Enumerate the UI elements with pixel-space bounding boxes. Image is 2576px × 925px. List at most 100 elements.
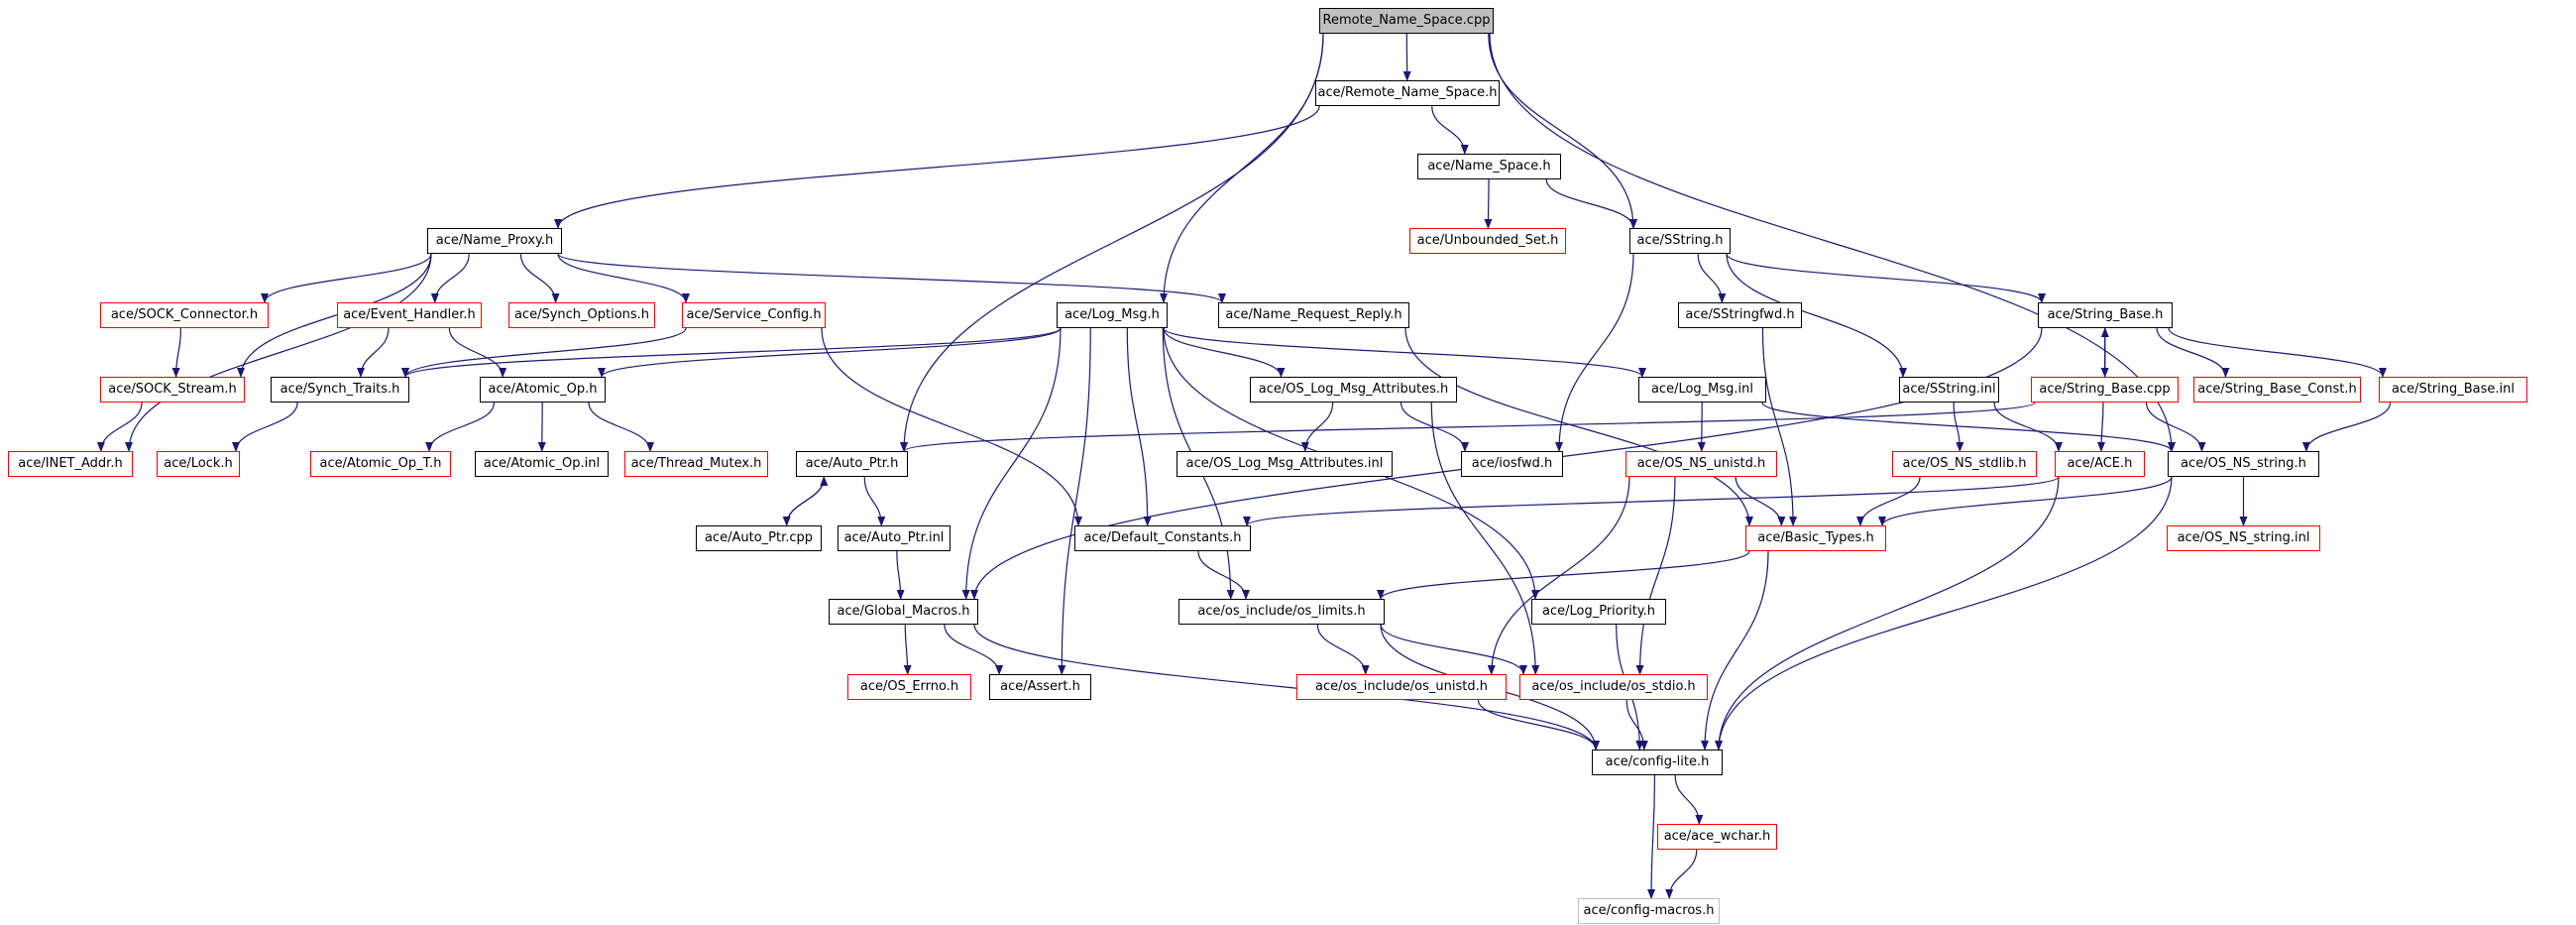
node-name-proxy-h[interactable]: ace/Name_Proxy.h [427,228,562,254]
edge-global-macros-h-to-os-errno-h [903,624,912,675]
edge-os-limits-h-to-os-stdio-h [1380,624,1527,675]
edge-basic-types-h-to-os-limits-h [1377,550,1750,600]
edge-config-lite-h-to-config-macros-h [1647,774,1656,899]
edge-ace-h-to-config-lite-h [1715,476,2060,751]
node-synch-options-h[interactable]: ace/Synch_Options.h [508,302,655,328]
node-atomic-op-h[interactable]: ace/Atomic_Op.h [480,377,606,403]
node-global-macros-h[interactable]: ace/Global_Macros.h [829,599,978,625]
edge-sstring-h-to-sstringfwd-h [1697,253,1727,303]
edge-synch-traits-h-to-lock-h [232,402,298,452]
node-auto-ptr-cpp[interactable]: ace/Auto_Ptr.cpp [696,525,822,551]
node-auto-ptr-inl[interactable]: ace/Auto_Ptr.inl [838,525,951,551]
node-os-log-msg-attributes-h[interactable]: ace/OS_Log_Msg_Attributes.h [1250,377,1457,403]
edge-os-ns-unistd-h-to-os-stdio-h [1635,476,1676,675]
node-auto-ptr-h[interactable]: ace/Auto_Ptr.h [796,451,908,477]
node-remote-name-space-h[interactable]: ace/Remote_Name_Space.h [1315,80,1500,106]
edge-string-base-h-to-string-base-inl [2168,327,2387,378]
node-event-handler-h[interactable]: ace/Event_Handler.h [337,302,482,328]
node-remote-name-space-cpp[interactable]: Remote_Name_Space.cpp [1319,8,1494,34]
node-thread-mutex-h[interactable]: ace/Thread_Mutex.h [624,451,768,477]
node-config-lite-h[interactable]: ace/config-lite.h [1592,750,1723,775]
node-name-request-reply-h[interactable]: ace/Name_Request_Reply.h [1218,302,1409,328]
node-inet-addr-h[interactable]: ace/INET_Addr.h [8,451,133,477]
edge-config-lite-h-to-ace-wchar-h [1674,774,1704,825]
edge-ace-h-to-default-constants-h [1243,476,2060,526]
node-sstring-inl[interactable]: ace/SString.inl [1899,377,1999,403]
edge-log-msg-inl-to-os-ns-string-h [1761,402,2176,452]
edge-event-handler-h-to-synch-traits-h [357,327,390,378]
edge-sstring-h-to-sstring-inl [1726,253,1907,378]
edge-log-msg-h-to-assert-h [1058,327,1091,675]
node-sstringfwd-h[interactable]: ace/SStringfwd.h [1678,302,1802,328]
edge-sstring-inl-to-os-ns-stdlib-h [1953,402,1964,452]
edge-name-space-h-to-unbounded-set-h [1484,178,1493,229]
node-sock-connector-h[interactable]: ace/SOCK_Connector.h [100,302,269,328]
node-string-base-cpp[interactable]: ace/String_Base.cpp [2031,377,2179,403]
edge-sstring-inl-to-ace-h [1993,402,2063,452]
edge-remote-name-space-cpp-to-sstring-h [1488,33,1637,229]
edge-basic-types-h-to-config-lite-h [1701,550,1769,751]
edge-global-macros-h-to-assert-h [944,624,1004,675]
node-log-msg-h[interactable]: ace/Log_Msg.h [1057,302,1168,328]
edge-log-msg-h-to-default-constants-h [1126,327,1152,526]
edge-atomic-op-h-to-atomic-op-t-h [425,402,496,452]
node-ace-wchar-h[interactable]: ace/ace_wchar.h [1657,824,1777,850]
edge-log-msg-h-to-os-log-msg-attributes-h [1163,327,1286,378]
node-os-errno-h[interactable]: ace/OS_Errno.h [847,674,971,700]
node-os-log-msg-attributes-inl[interactable]: ace/OS_Log_Msg_Attributes.inl [1176,451,1393,477]
edge-os-stdio-h-to-config-lite-h [1625,699,1648,751]
edge-os-ns-stdlib-h-to-basic-types-h [1856,476,1921,526]
node-iosfwd-h[interactable]: ace/iosfwd.h [1461,451,1563,477]
edge-name-proxy-h-to-name-request-reply-h [557,253,1226,303]
edge-string-base-cpp-to-os-ns-string-h [2145,402,2206,452]
edge-log-msg-h-to-atomic-op-h [598,327,1062,378]
node-sstring-h[interactable]: ace/SString.h [1629,228,1731,254]
edge-sock-stream-h-to-inet-addr-h [96,402,143,452]
node-string-base-const-h[interactable]: ace/String_Base_Const.h [2193,377,2361,403]
edge-string-base-cpp-to-auto-ptr-h [900,402,2036,452]
edge-os-limits-h-to-os-unistd-h [1316,624,1370,675]
node-atomic-op-t-h[interactable]: ace/Atomic_Op_T.h [310,451,451,477]
node-os-ns-unistd-h[interactable]: ace/OS_NS_unistd.h [1625,451,1777,477]
node-os-unistd-h[interactable]: ace/os_include/os_unistd.h [1296,674,1507,700]
edge-name-proxy-h-to-event-handler-h [430,253,470,303]
node-string-base-inl[interactable]: ace/String_Base.inl [2379,377,2527,403]
node-sock-stream-h[interactable]: ace/SOCK_Stream.h [100,377,245,403]
node-log-priority-h[interactable]: ace/Log_Priority.h [1531,599,1666,625]
node-assert-h[interactable]: ace/Assert.h [989,674,1091,700]
edge-sstring-h-to-string-base-h [1726,253,2046,303]
edge-string-base-cpp-to-ace-h [2097,402,2106,452]
edge-string-base-inl-to-os-ns-string-h [2301,402,2392,452]
edge-ace-wchar-h-to-config-macros-h [1665,849,1698,899]
edge-auto-ptr-cpp-to-auto-ptr-h [786,476,829,526]
node-name-space-h[interactable]: ace/Name_Space.h [1417,154,1561,179]
node-os-limits-h[interactable]: ace/os_include/os_limits.h [1178,599,1385,625]
edge-remote-name-space-cpp-to-os-ns-string-h [1489,33,2176,452]
node-ace-h[interactable]: ace/ACE.h [2055,451,2145,477]
edge-log-msg-h-to-log-msg-inl [1163,327,1646,378]
node-string-base-h[interactable]: ace/String_Base.h [2038,302,2173,328]
node-unbounded-set-h[interactable]: ace/Unbounded_Set.h [1409,228,1566,254]
node-log-msg-inl[interactable]: ace/Log_Msg.inl [1638,377,1766,403]
node-config-macros-h[interactable]: ace/config-macros.h [1578,898,1720,924]
node-basic-types-h[interactable]: ace/Basic_Types.h [1745,525,1886,551]
node-default-constants-h[interactable]: ace/Default_Constants.h [1074,525,1251,551]
node-os-stdio-h[interactable]: ace/os_include/os_stdio.h [1519,674,1708,700]
node-os-ns-string-inl[interactable]: ace/OS_NS_string.inl [2167,525,2320,551]
node-os-ns-stdlib-h[interactable]: ace/OS_NS_stdlib.h [1892,451,2037,477]
node-service-config-h[interactable]: ace/Service_Config.h [682,302,826,328]
node-os-ns-string-h[interactable]: ace/OS_NS_string.h [2168,451,2319,477]
edge-auto-ptr-h-to-auto-ptr-inl [863,476,886,526]
edge-os-log-msg-attributes-h-to-os-stdio-h [1430,402,1540,675]
edge-name-request-reply-h-to-basic-types-h [1404,327,1753,526]
node-atomic-op-inl[interactable]: ace/Atomic_Op.inl [475,451,609,477]
edge-remote-name-space-h-to-name-space-h [1431,105,1469,155]
edge-os-ns-unistd-h-to-basic-types-h [1735,476,1786,526]
node-synch-traits-h[interactable]: ace/Synch_Traits.h [271,377,409,403]
edge-event-handler-h-to-atomic-op-h [448,327,507,378]
edge-name-proxy-h-to-synch-options-h [519,253,560,303]
edge-remote-name-space-h-to-name-proxy-h [554,105,1320,229]
edge-log-msg-h-to-synch-traits-h [401,327,1062,378]
node-lock-h[interactable]: ace/Lock.h [157,451,240,477]
